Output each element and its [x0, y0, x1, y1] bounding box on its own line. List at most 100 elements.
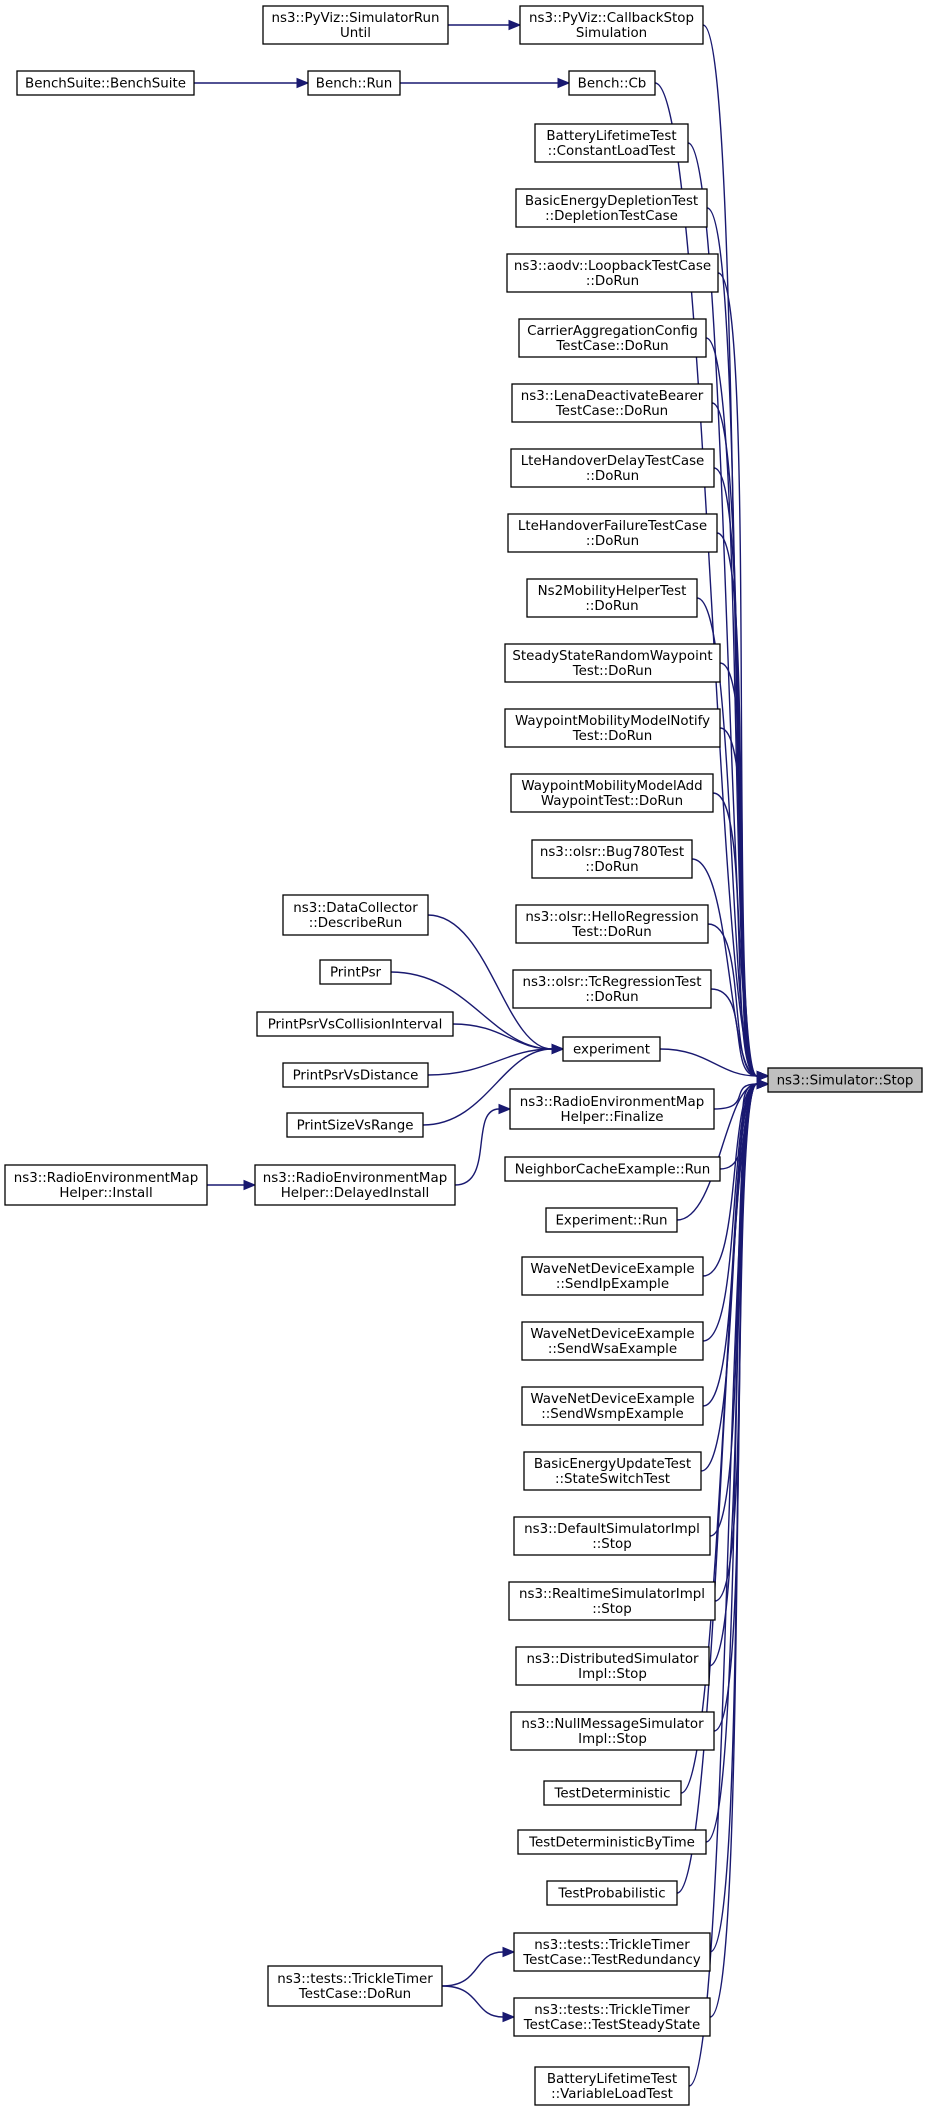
- node-datacoll[interactable]: ns3::DataCollector::DescribeRun: [282, 894, 429, 936]
- node-label: Test::DoRun: [572, 729, 653, 744]
- node-box: [767, 1067, 923, 1093]
- node-exprun[interactable]: Experiment::Run: [545, 1207, 678, 1233]
- node-printpsrdist[interactable]: PrintPsrVsDistance: [282, 1062, 429, 1088]
- node-box: [515, 904, 709, 944]
- node-box: [504, 708, 721, 748]
- node-label: experiment: [573, 1043, 650, 1058]
- node-box: [517, 1829, 707, 1855]
- node-wpadd[interactable]: WaypointMobilityModelAddWaypointTest::Do…: [510, 773, 714, 813]
- node-battvar[interactable]: BatteryLifetimeTest::VariableLoadTest: [534, 2066, 690, 2106]
- arrowhead: [756, 1070, 770, 1082]
- node-box: [568, 70, 656, 96]
- node-battconst[interactable]: BatteryLifetimeTest::ConstantLoadTest: [534, 123, 689, 163]
- node-label: ::DoRun: [585, 599, 638, 614]
- edge-wavesendwsa-to-stop: [702, 1083, 758, 1342]
- node-box: [286, 1112, 424, 1138]
- node-label: CarrierAggregationConfig: [527, 324, 698, 339]
- node-benchcb[interactable]: Bench::Cb: [568, 70, 656, 96]
- edge-datacoll-to-experiment: [427, 914, 553, 1050]
- node-label: Test::DoRun: [572, 664, 653, 679]
- node-label: ns3::DefaultSimulatorImpl: [524, 1522, 700, 1537]
- node-label: Experiment::Run: [555, 1214, 667, 1229]
- node-box: [518, 318, 707, 358]
- node-printpsrci[interactable]: PrintPsrVsCollisionInterval: [256, 1011, 454, 1037]
- node-label: ns3::RadioEnvironmentMap: [263, 1171, 447, 1186]
- node-box: [510, 773, 714, 813]
- node-testdet[interactable]: TestDeterministic: [543, 1780, 682, 1806]
- node-experiment[interactable]: experiment: [562, 1036, 661, 1062]
- node-basicdepl[interactable]: BasicEnergyDepletionTest::DepletionTestC…: [515, 188, 708, 228]
- node-testdettime[interactable]: TestDeterministicByTime: [517, 1829, 707, 1855]
- node-tricklesteady[interactable]: ns3::tests::TrickleTimerTestCase::TestSt…: [513, 1997, 711, 2037]
- edge-trickledorun-to-trickleredund: [441, 1951, 504, 1987]
- node-label: ns3::DataCollector: [293, 901, 418, 916]
- edge-wavesendwsmp-to-stop: [702, 1083, 758, 1407]
- node-stop[interactable]: ns3::Simulator::Stop: [767, 1067, 923, 1093]
- node-box: [510, 448, 715, 488]
- node-label: TestCase::TestRedundancy: [522, 1953, 700, 1968]
- node-label: Impl::Stop: [578, 1667, 647, 1682]
- node-testprob[interactable]: TestProbabilistic: [546, 1880, 678, 1906]
- edge-remdelayed-to-remfinalize: [454, 1108, 500, 1186]
- node-label: BenchSuite::BenchSuite: [25, 77, 186, 92]
- node-ltehofail[interactable]: LteHandoverFailureTestCase::DoRun: [507, 513, 718, 553]
- node-box: [4, 1164, 208, 1206]
- node-aodvloop[interactable]: ns3::aodv::LoopbackTestCase::DoRun: [506, 253, 719, 293]
- edge-wavesendip-to-stop: [702, 1083, 758, 1277]
- node-remdelayed[interactable]: ns3::RadioEnvironmentMapHelper::DelayedI…: [254, 1164, 456, 1206]
- node-olsrbug[interactable]: ns3::olsr::Bug780Test::DoRun: [531, 839, 693, 879]
- node-ns2mob[interactable]: Ns2MobilityHelperTest::DoRun: [526, 578, 698, 618]
- node-label: TestProbabilistic: [557, 1887, 665, 1902]
- node-box: [511, 383, 713, 423]
- node-label: PrintPsrVsDistance: [293, 1069, 419, 1084]
- node-wavesendwsa[interactable]: WaveNetDeviceExample::SendWsaExample: [521, 1321, 704, 1361]
- node-label: LteHandoverFailureTestCase: [518, 519, 707, 534]
- node-rtimpl[interactable]: ns3::RealtimeSimulatorImpl::Stop: [508, 1581, 716, 1621]
- node-label: ns3::aodv::LoopbackTestCase: [514, 259, 711, 274]
- node-label: LteHandoverDelayTestCase: [521, 454, 705, 469]
- node-label: Impl::Stop: [578, 1732, 647, 1747]
- node-olsrtc[interactable]: ns3::olsr::TcRegressionTest::DoRun: [512, 969, 712, 1009]
- node-label: ::DoRun: [585, 860, 638, 875]
- node-wavesendwsmp[interactable]: WaveNetDeviceExample::SendWsmpExample: [521, 1386, 704, 1426]
- node-label: SteadyStateRandomWaypoint: [512, 649, 712, 664]
- edge-experiment-to-stop: [659, 1048, 758, 1077]
- node-box: [508, 1581, 716, 1621]
- node-label: Test::DoRun: [571, 925, 652, 940]
- edges-layer: [194, 19, 770, 2087]
- node-basicupdate[interactable]: BasicEnergyUpdateTest::StateSwitchTest: [523, 1451, 702, 1491]
- node-box: [534, 2066, 690, 2106]
- node-box: [512, 969, 712, 1009]
- node-wavesendip[interactable]: WaveNetDeviceExample::SendIpExample: [521, 1256, 704, 1296]
- node-label: ns3::tests::TrickleTimer: [277, 1972, 433, 1987]
- node-printpsr[interactable]: PrintPsr: [319, 959, 392, 985]
- edge-wpnotify-to-stop: [719, 727, 758, 1077]
- edge-olsrtc-to-stop: [710, 988, 758, 1077]
- node-trickleredund[interactable]: ns3::tests::TrickleTimerTestCase::TestRe…: [513, 1932, 711, 1972]
- node-printsize[interactable]: PrintSizeVsRange: [286, 1112, 424, 1138]
- node-defimpl[interactable]: ns3::DefaultSimulatorImpl::Stop: [513, 1516, 711, 1556]
- node-ltehodelay[interactable]: LteHandoverDelayTestCase::DoRun: [510, 448, 715, 488]
- node-box: [515, 1646, 710, 1686]
- edge-wpadd-to-stop: [712, 792, 758, 1077]
- node-label: ::SendWsaExample: [548, 1342, 677, 1357]
- node-benchrun[interactable]: Bench::Run: [307, 70, 401, 96]
- edge-exprun-to-stop: [676, 1083, 758, 1221]
- node-neighbor[interactable]: NeighborCacheExample::Run: [504, 1156, 721, 1182]
- node-label: PrintPsr: [330, 966, 382, 981]
- node-label: ns3::olsr::HelloRegression: [525, 910, 698, 925]
- arrowhead: [756, 1078, 770, 1090]
- node-benchsuite[interactable]: BenchSuite::BenchSuite: [16, 70, 195, 96]
